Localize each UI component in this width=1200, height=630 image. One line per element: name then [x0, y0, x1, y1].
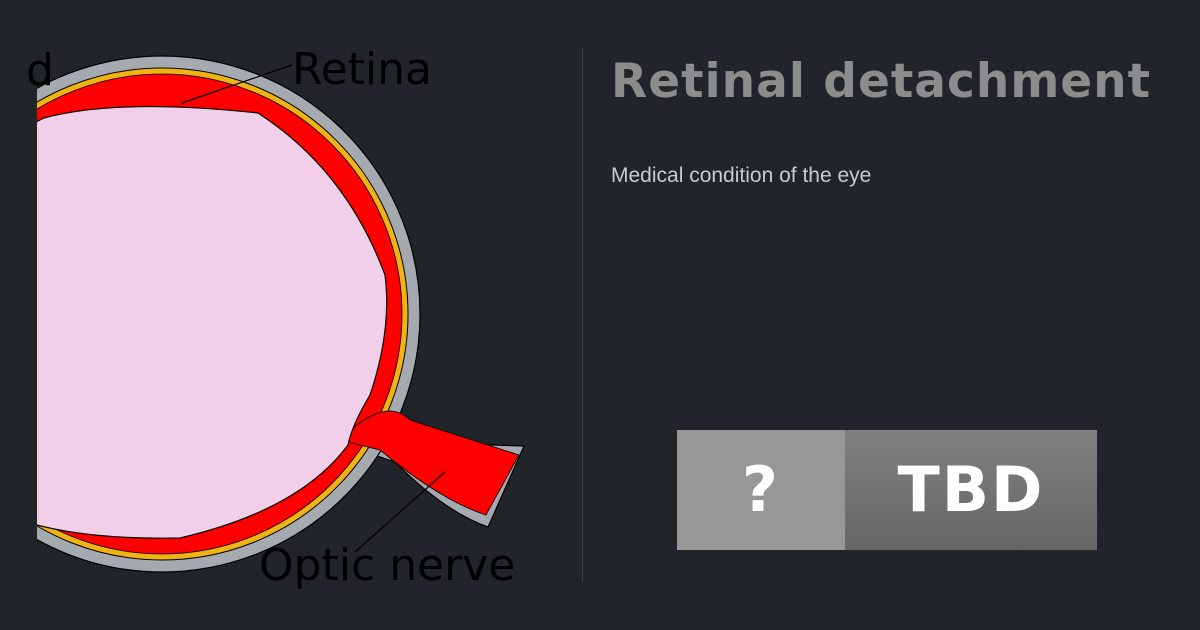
partial-label: d — [26, 45, 54, 96]
optic-nerve-leader-line — [354, 471, 446, 553]
badge-tbd-segment: TBD — [845, 430, 1097, 550]
eye-diagram-svg: d Retina Optic nerve — [26, 44, 525, 591]
status-badge: ? TBD — [677, 430, 1097, 550]
vertical-divider — [582, 48, 583, 582]
retina-label: Retina — [292, 44, 432, 95]
badge-question-mark: ? — [742, 453, 780, 526]
eye-diagram: d Retina Optic nerve — [0, 0, 560, 630]
optic-nerve-label: Optic nerve — [259, 540, 515, 591]
vitreous-body — [37, 106, 388, 539]
badge-tbd-label: TBD — [897, 453, 1045, 526]
page-subtitle: Medical condition of the eye — [611, 164, 872, 187]
badge-question-segment: ? — [677, 430, 845, 550]
retina-leader-line — [181, 64, 293, 104]
page-title: Retinal detachment — [611, 54, 1152, 109]
optic-nerve — [339, 410, 520, 516]
